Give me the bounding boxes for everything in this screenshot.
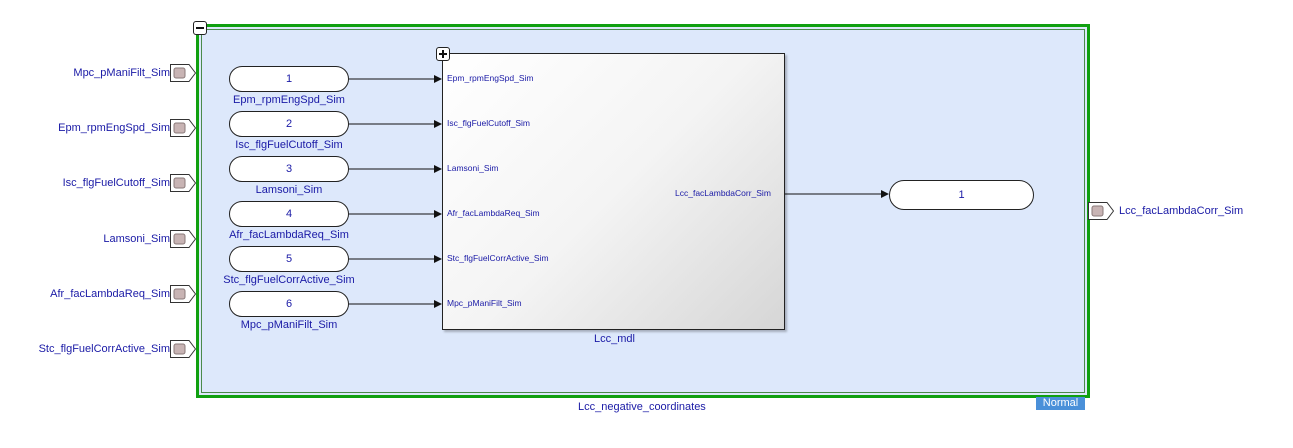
subsystem-name: Lcc_negative_coordinates xyxy=(578,401,706,413)
inport-label: Isc_flgFuelCutoff_Sim xyxy=(62,177,170,189)
model-input-port-label: Stc_flgFuelCorrActive_Sim xyxy=(447,253,549,263)
from-block-number: 1 xyxy=(285,73,293,85)
inport-port-icon[interactable] xyxy=(170,230,196,248)
inport-label: Lamsoni_Sim xyxy=(103,233,170,245)
from-block-tag: Epm_rpmEngSpd_Sim xyxy=(233,94,345,106)
inport-port-icon[interactable] xyxy=(170,64,196,82)
subsystem-inner-border xyxy=(201,29,1085,393)
goto-block[interactable]: 1 xyxy=(889,180,1034,210)
model-block-name: Lcc_mdl xyxy=(594,333,635,345)
from-block-number: 2 xyxy=(285,118,293,130)
outport-label: Lcc_facLambdaCorr_Sim xyxy=(1119,205,1244,217)
model-reference-block[interactable] xyxy=(442,53,785,330)
from-block-number: 6 xyxy=(285,298,293,310)
inport-label: Afr_facLambdaReq_Sim xyxy=(50,288,170,300)
model-input-port-label: Lamsoni_Sim xyxy=(447,163,499,173)
inport-label: Epm_rpmEngSpd_Sim xyxy=(58,122,170,134)
from-block[interactable]: 3 xyxy=(229,156,349,182)
model-input-port-label: Isc_flgFuelCutoff_Sim xyxy=(447,118,530,128)
from-block-tag: Mpc_pManiFilt_Sim xyxy=(240,319,338,331)
inport-label: Stc_flgFuelCorrActive_Sim xyxy=(38,343,170,355)
from-block[interactable]: 6 xyxy=(229,291,349,317)
inport-port-icon[interactable] xyxy=(170,174,196,192)
expand-icon[interactable] xyxy=(436,47,450,61)
from-block[interactable]: 2 xyxy=(229,111,349,137)
from-block-number: 3 xyxy=(285,163,293,175)
model-input-port-label: Mpc_pManiFilt_Sim xyxy=(447,298,522,308)
model-input-port-label: Epm_rpmEngSpd_Sim xyxy=(447,73,534,83)
from-block-tag: Stc_flgFuelCorrActive_Sim xyxy=(223,274,355,286)
from-block-tag: Afr_facLambdaReq_Sim xyxy=(229,229,349,241)
inport-port-icon[interactable] xyxy=(170,119,196,137)
from-block-tag: Lamsoni_Sim xyxy=(255,184,323,196)
model-output-port-label: Lcc_facLambdaCorr_Sim xyxy=(675,188,771,198)
from-block-number: 5 xyxy=(285,253,293,265)
goto-block-number: 1 xyxy=(958,189,965,201)
from-block[interactable]: 4 xyxy=(229,201,349,227)
inport-port-icon[interactable] xyxy=(170,340,196,358)
from-block-tag: Isc_flgFuelCutoff_Sim xyxy=(235,139,343,151)
from-block[interactable]: 1 xyxy=(229,66,349,92)
collapse-icon[interactable] xyxy=(193,21,207,35)
model-input-port-label: Afr_facLambdaReq_Sim xyxy=(447,208,540,218)
from-block[interactable]: 5 xyxy=(229,246,349,272)
inport-port-icon[interactable] xyxy=(170,285,196,303)
simulation-mode-badge: Normal xyxy=(1036,397,1085,410)
inport-label: Mpc_pManiFilt_Sim xyxy=(73,67,170,79)
outport-port-icon[interactable] xyxy=(1088,202,1114,220)
from-block-number: 4 xyxy=(285,208,293,220)
